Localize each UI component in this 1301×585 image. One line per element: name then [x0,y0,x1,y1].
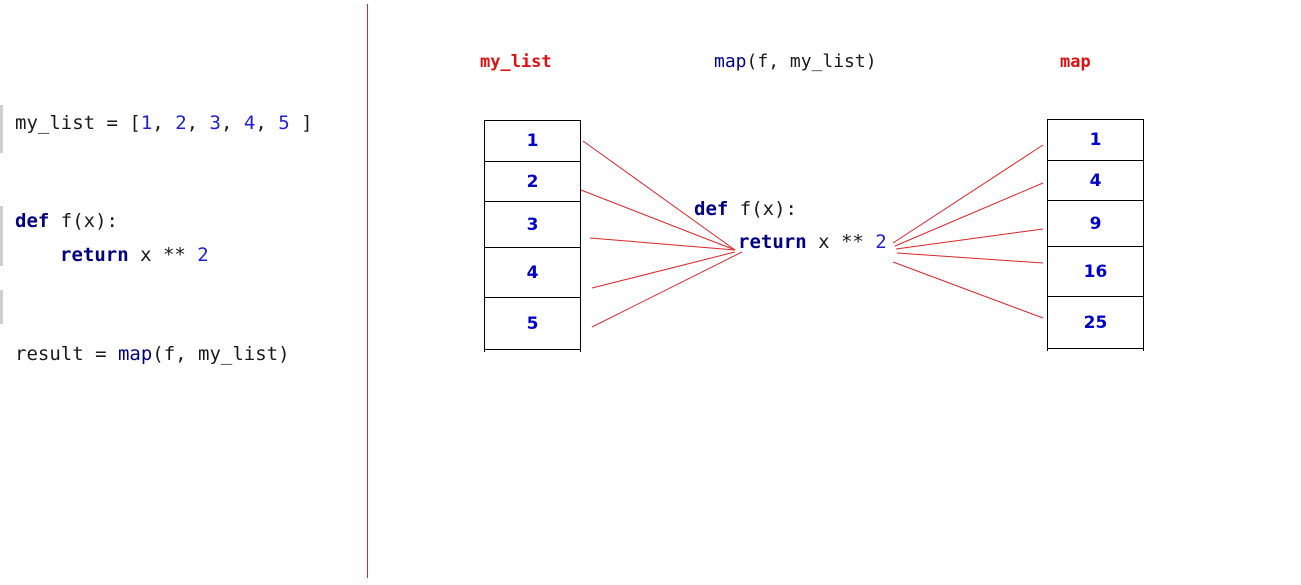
input-line-2 [580,189,736,251]
editor-gutter [0,290,3,324]
map-result-title: map [1060,52,1091,72]
my-list-box: 1 2 3 4 5 [484,120,581,352]
input-line-1 [582,140,736,251]
map-call-title: map(f, my_list) [714,51,877,72]
output-line-1 [892,144,1044,244]
panel-divider [367,4,368,578]
diagram-return-line: return x ** 2 [738,231,887,253]
diagram-def-line: def f(x): [694,198,797,220]
map-cell: 4 [1048,161,1143,201]
list-cell: 2 [485,162,580,202]
my-list-title: my_list [480,52,552,72]
list-cell: 3 [485,202,580,248]
output-line-2 [894,182,1044,247]
output-line-5 [892,261,1044,319]
map-cell: 9 [1048,201,1143,247]
map-result-box: 1 4 9 16 25 [1047,119,1144,351]
input-line-3 [589,237,736,251]
output-line-3 [895,228,1044,250]
code-return-line: return x ** 2 [60,244,209,266]
code-result-line: result = map(f, my_list) [15,343,290,365]
code-def-line: def f(x): [15,210,118,232]
editor-gutter [0,105,3,153]
list-cell: 5 [485,298,580,350]
list-cell: 1 [485,121,580,162]
list-cell: 4 [485,248,580,298]
map-cell: 1 [1048,120,1143,161]
map-cell: 25 [1048,297,1143,349]
editor-gutter [0,206,3,266]
code-list-line: my_list = [1, 2, 3, 4, 5 ] [15,112,313,134]
output-line-4 [896,252,1044,264]
map-cell: 16 [1048,247,1143,297]
input-line-4 [591,251,736,289]
input-line-5 [591,251,743,328]
